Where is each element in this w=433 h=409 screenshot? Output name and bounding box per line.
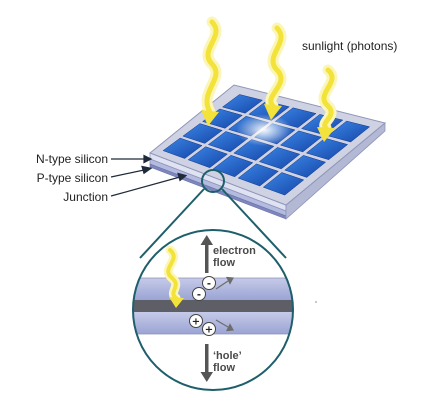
hole-flow-arrow <box>200 344 213 382</box>
solar-cell <box>182 123 223 144</box>
solar-cell <box>284 155 327 178</box>
solar-cell <box>262 172 305 196</box>
solar-cell <box>221 94 264 114</box>
electron-1-sign: - <box>207 279 211 290</box>
n-type-label: N-type silicon <box>35 152 108 166</box>
hole-flow-line2: flow <box>213 362 235 374</box>
stray-dot <box>315 301 317 303</box>
solar-cell <box>237 163 279 187</box>
electron-2-sign: - <box>197 290 201 301</box>
hole-1-sign: + <box>192 317 200 328</box>
inset-p-layer <box>133 312 293 334</box>
hole-flow-label: ‘hole’ flow <box>213 350 242 374</box>
electron-flow-label: electron flow <box>213 245 256 269</box>
hole-flow-line1: ‘hole’ <box>213 350 242 362</box>
inset-junction-layer <box>133 300 293 312</box>
junction-label: Junction <box>63 190 108 204</box>
solar-cell <box>327 120 371 143</box>
inset-cross-section: - - + + <box>132 229 294 391</box>
photon-arrow-2 <box>264 22 287 120</box>
magnifier-small-circle <box>201 169 225 193</box>
magnifier-connector <box>139 169 287 259</box>
electron-flow-line1: electron <box>213 245 256 257</box>
electron-particles: - - <box>192 276 234 301</box>
panel-glare <box>236 114 292 146</box>
hole-2-sign: + <box>205 325 213 336</box>
hole-1 <box>189 314 203 328</box>
sunlight-label: sunlight (photons) <box>302 39 398 53</box>
p-type-label: P-type silicon <box>36 171 108 185</box>
photon-arrow-3 <box>317 64 338 142</box>
inset-ring <box>132 229 294 391</box>
hole-particles: + + <box>189 314 234 336</box>
photon-arrow-1 <box>201 16 222 126</box>
electron-2 <box>192 287 206 301</box>
inset-photon-arrow <box>163 245 184 308</box>
electron-flow-line2: flow <box>213 257 235 269</box>
solar-cell <box>279 130 322 153</box>
solar-cell <box>258 147 301 170</box>
hole-2 <box>202 322 216 336</box>
electron-flow-arrow <box>200 235 213 273</box>
solar-cell <box>162 137 203 159</box>
photon-arrows <box>201 16 338 142</box>
electron-1 <box>202 276 216 290</box>
layer-pointers <box>110 154 188 197</box>
solar-cell <box>305 137 349 160</box>
solar-cell <box>212 155 254 178</box>
solar-cell <box>187 146 228 168</box>
